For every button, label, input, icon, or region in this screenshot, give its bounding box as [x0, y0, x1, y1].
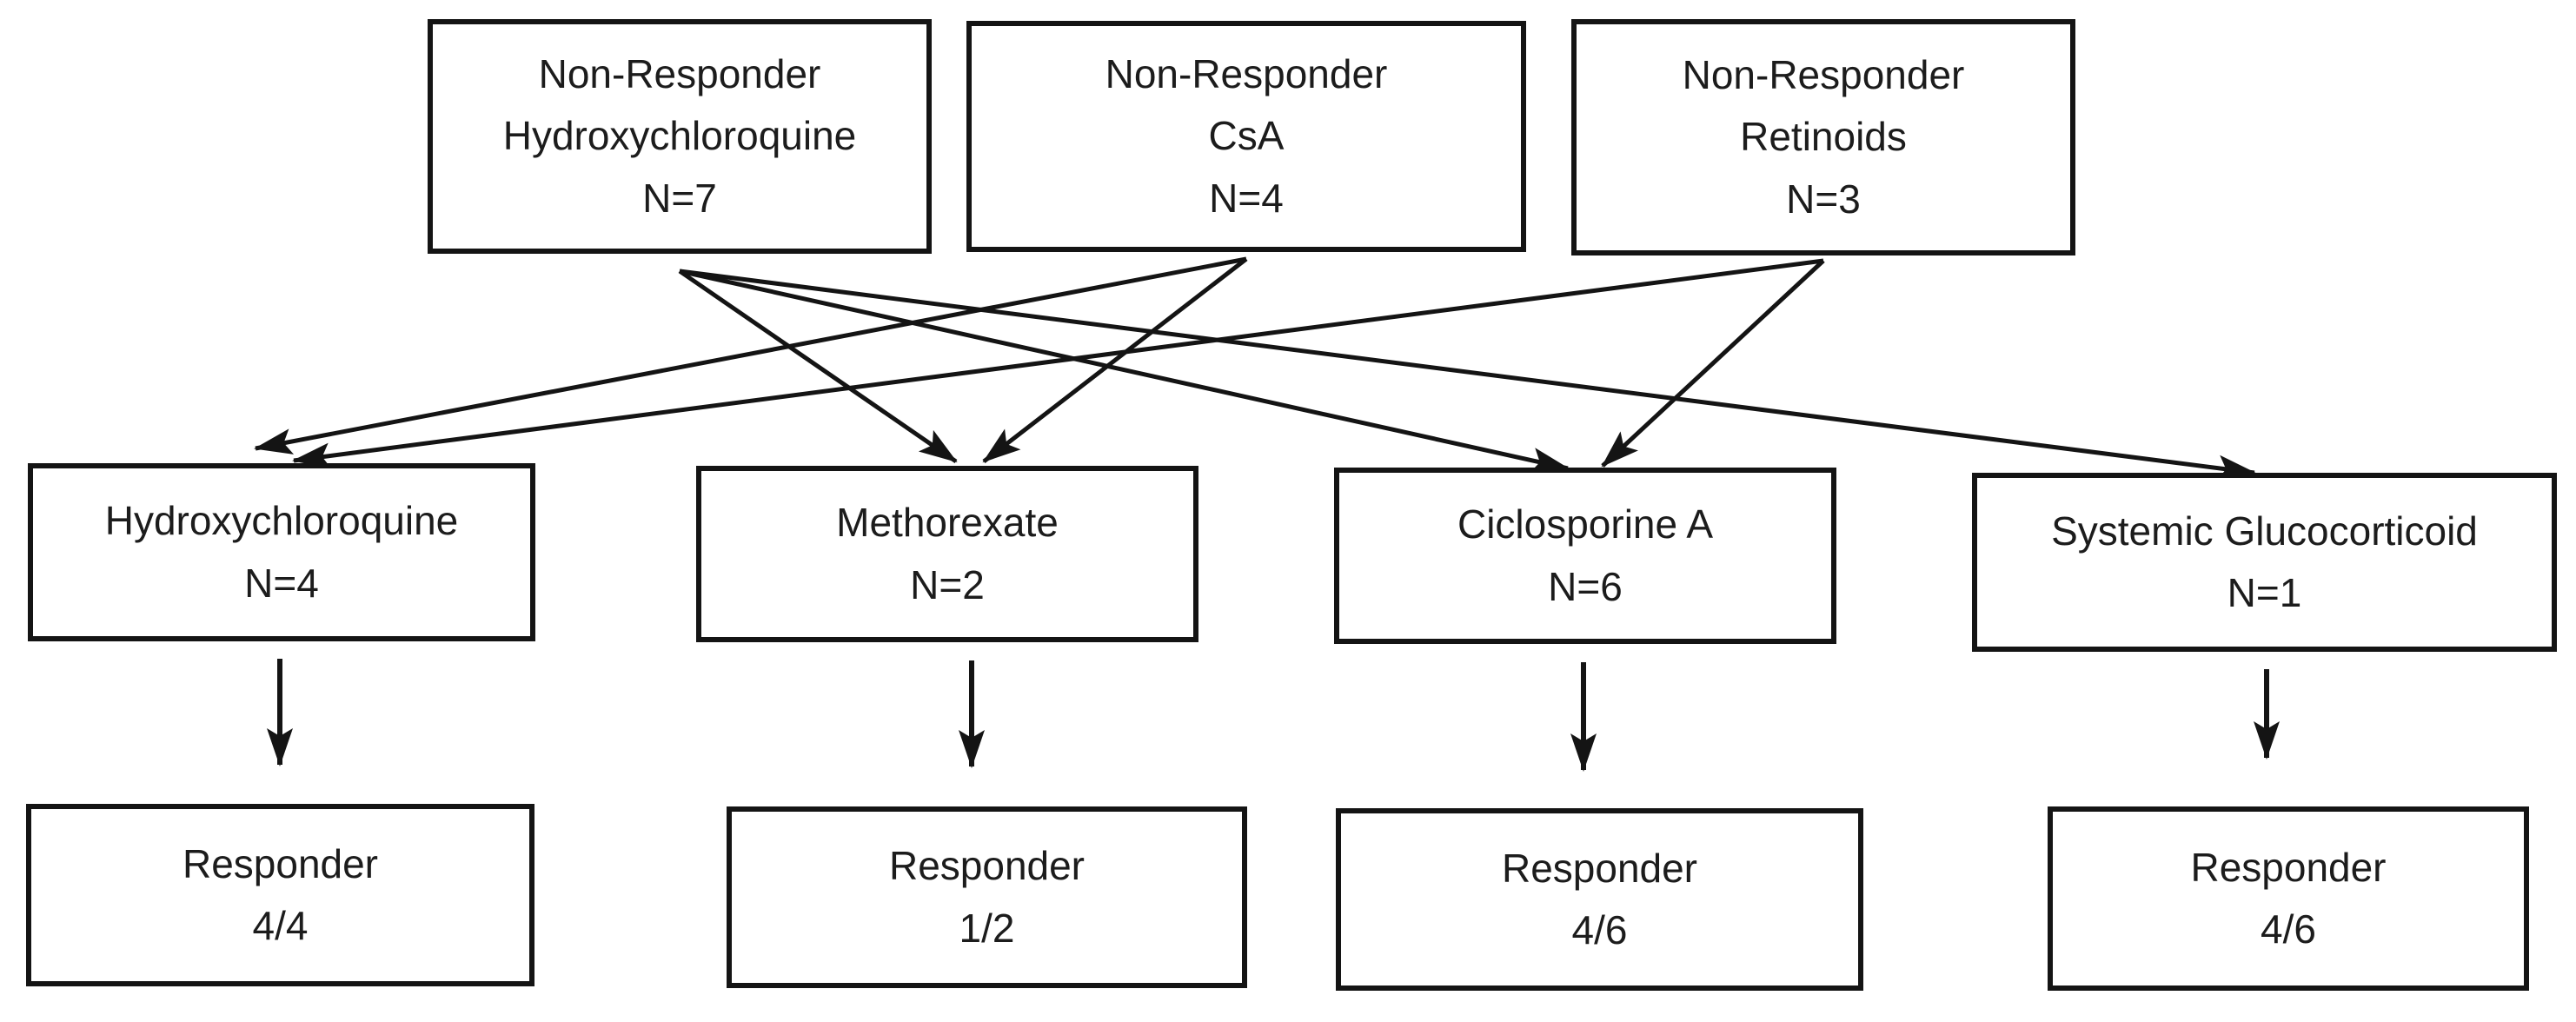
node-count-label: N=3 — [1786, 176, 1861, 222]
node-methorexate: Methorexate N=2 — [696, 466, 1198, 642]
node-responder-ciclosporine: Responder 4/6 — [1336, 808, 1863, 991]
arrow-nr-retinoids-to-hydroxychloroquine — [292, 258, 1824, 469]
arrow-nr-csa-to-hydroxychloroquine — [254, 256, 1247, 455]
node-text-line: Responder — [2190, 844, 2387, 890]
node-hydroxychloroquine: Hydroxychloroquine N=4 — [28, 463, 535, 641]
node-count-label: N=4 — [1209, 175, 1284, 221]
node-count-label: N=7 — [642, 175, 717, 221]
node-responder-methorexate: Responder 1/2 — [727, 806, 1247, 988]
arrow-nr-hcq-to-ciclosporine — [679, 269, 1570, 474]
node-count-label: N=1 — [2227, 570, 2302, 615]
arrow-nr-hcq-to-methorexate — [678, 269, 958, 464]
node-text-line: Non-Responder — [538, 51, 821, 97]
node-text-line: Retinoids — [1740, 114, 1907, 160]
node-text-line: Systemic Glucocorticoid — [2051, 508, 2478, 554]
node-text-line: Ciclosporine A — [1457, 501, 1714, 548]
node-non-responder-retinoids: Non-Responder Retinoids N=3 — [1571, 19, 2075, 256]
node-responder-glucocorticoid: Responder 4/6 — [2048, 806, 2529, 991]
arrow-nr-retinoids-to-ciclosporine — [1601, 259, 1825, 468]
node-non-responder-csa: Non-Responder CsA N=4 — [966, 21, 1526, 252]
node-text-line: Responder — [1501, 845, 1698, 891]
node-text-line: Hydroxychloroquine — [502, 113, 857, 159]
node-text-line: Responder — [182, 840, 379, 886]
node-text-line: Hydroxychloroquine — [104, 498, 459, 544]
node-count-label: N=2 — [910, 561, 985, 607]
node-ratio-label: 4/4 — [252, 903, 309, 948]
node-text-line: Non-Responder — [1682, 52, 1965, 98]
node-ratio-label: 4/6 — [1571, 907, 1628, 952]
arrow-nr-csa-to-methorexate — [982, 257, 1248, 463]
node-systemic-glucocorticoid: Systemic Glucocorticoid N=1 — [1972, 473, 2557, 652]
node-text-line: Non-Responder — [1105, 51, 1388, 97]
node-ratio-label: 4/6 — [2261, 906, 2316, 952]
arrow-nr-hcq-to-glucocorticoid — [679, 269, 2256, 481]
node-ratio-label: 1/2 — [959, 905, 1015, 951]
node-responder-hydroxychloroquine: Responder 4/4 — [26, 804, 534, 986]
node-count-label: N=6 — [1548, 563, 1623, 609]
node-ciclosporine-a: Ciclosporine A N=6 — [1334, 468, 1836, 644]
node-text-line: Responder — [888, 843, 1086, 889]
node-text-line: CsA — [1208, 113, 1285, 159]
node-non-responder-hydroxychloroquine: Non-Responder Hydroxychloroquine N=7 — [428, 19, 932, 254]
node-text-line: Methorexate — [836, 500, 1059, 546]
node-count-label: N=4 — [244, 560, 319, 606]
